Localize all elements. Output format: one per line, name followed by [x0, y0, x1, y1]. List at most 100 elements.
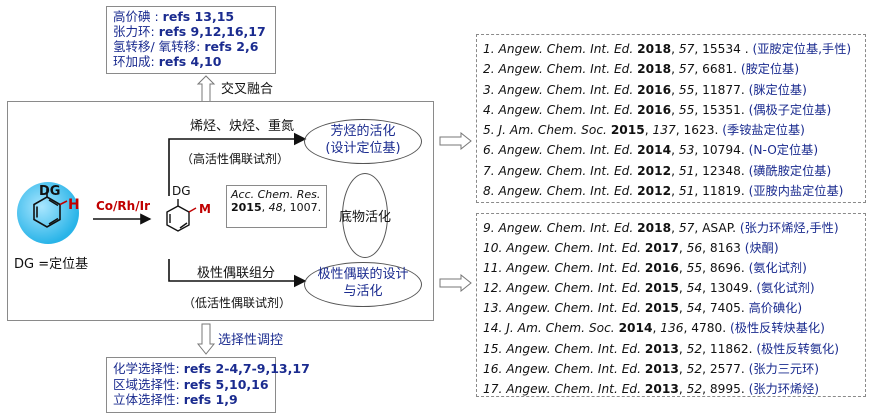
- dg-circle-label: DG: [39, 184, 61, 199]
- reference-year: 2014: [637, 143, 672, 158]
- reference-num: 4.: [483, 102, 495, 117]
- reference-year: 2016: [637, 82, 672, 97]
- reference-list-group-1: 1. Angew. Chem. Int. Ed. 2018, 57, 15534…: [476, 34, 866, 203]
- reference-note: (极性反转氨化): [756, 341, 839, 356]
- reference-year: 2015: [610, 123, 645, 138]
- reference-year: 2018: [637, 62, 672, 77]
- reference-year: 2017: [644, 241, 679, 256]
- reference-num: 13.: [483, 301, 503, 316]
- reference-item: 12. Angew. Chem. Int. Ed. 2015, 54, 1304…: [483, 281, 815, 296]
- reference-note: (磺酰胺定位基): [748, 163, 832, 178]
- reference-num: 14.: [483, 321, 503, 336]
- reference-item: 14. J. Am. Chem. Soc. 2014, 136, 4780. (…: [483, 321, 825, 336]
- top-box-line: 环加成: refs 4,10: [113, 54, 222, 69]
- reference-item: 13. Angew. Chem. Int. Ed. 2015, 54, 7405…: [483, 301, 803, 316]
- reference-pages: 4780.: [691, 321, 727, 336]
- reference-note: (氨化试剂): [748, 261, 807, 276]
- reference-year: 2016: [637, 102, 672, 117]
- down-double-arrow-icon: [196, 323, 216, 355]
- reference-vol: 137: [652, 123, 676, 138]
- bottom-box-line: 区域选择性: refs 5,10,16: [113, 376, 269, 392]
- reference-pages: 8995.: [709, 381, 745, 396]
- reference-journal: Angew. Chem. Int. Ed.: [498, 82, 634, 97]
- top-box-line: 张力环: refs 9,12,16,17: [113, 24, 266, 39]
- reference-vol: 55: [686, 261, 703, 276]
- reference-note: (脒定位基): [748, 82, 807, 97]
- reference-item: 1. Angew. Chem. Int. Ed. 2018, 57, 15534…: [483, 42, 852, 56]
- lower-note: （低活性偶联试剂）: [183, 296, 292, 310]
- dg-definition: DG =定位基: [14, 257, 89, 272]
- reference-vol: 53: [678, 143, 695, 158]
- reference-vol: 57: [678, 221, 695, 235]
- lower-oval: [304, 262, 422, 307]
- reference-pages: 15534 .: [702, 42, 749, 56]
- bottom-box-line: 化学选择性: refs 2-4,7-9,13,17: [113, 361, 310, 376]
- reference-num: 10.: [483, 241, 503, 256]
- reference-note: (炔酮): [744, 241, 779, 256]
- reference-pages: 11862.: [709, 341, 753, 356]
- reference-pages: 8163: [709, 241, 741, 256]
- reference-vol: 52: [686, 381, 703, 396]
- top-arrow-label: 交叉融合: [221, 82, 274, 97]
- reference-item: 17. Angew. Chem. Int. Ed. 2013, 52, 8995…: [483, 381, 820, 396]
- reference-list-group-2: 9. Angew. Chem. Int. Ed. 2018, 57, ASAP.…: [476, 213, 866, 397]
- reference-item: 3. Angew. Chem. Int. Ed. 2016, 55, 11877…: [483, 82, 807, 97]
- reference-item: 7. Angew. Chem. Int. Ed. 2012, 51, 12348…: [483, 163, 832, 178]
- reference-note: (氨化试剂): [756, 281, 815, 296]
- reference-journal: Angew. Chem. Int. Ed.: [506, 341, 642, 356]
- reference-item: 4. Angew. Chem. Int. Ed. 2016, 55, 15351…: [483, 102, 832, 117]
- reference-note: (胺定位基): [740, 62, 800, 77]
- reference-vol: 54: [686, 281, 703, 296]
- reference-year: 2015: [644, 281, 679, 296]
- upper-note: （高活性偶联试剂）: [181, 152, 290, 166]
- reference-num: 3.: [483, 82, 495, 97]
- reference-item: 9. Angew. Chem. Int. Ed. 2018, 57, ASAP.…: [483, 221, 839, 235]
- center-oval: [342, 173, 388, 258]
- reference-pages: 1623.: [683, 123, 719, 138]
- reference-item: 10. Angew. Chem. Int. Ed. 2017, 56, 8163…: [483, 241, 779, 256]
- reference-vol: 55: [678, 102, 695, 117]
- reference-note: (亚胺定位基,手性): [752, 42, 852, 56]
- right-double-arrow-icon: [439, 132, 472, 150]
- reference-year: 2015: [644, 301, 679, 316]
- upper-oval-text: 芳烃的活化 (设计定位基): [325, 124, 401, 156]
- reference-vol: 52: [686, 341, 703, 356]
- reference-year: 2013: [644, 381, 679, 396]
- reference-num: 17.: [483, 381, 503, 396]
- reference-year: 2018: [637, 42, 672, 56]
- reference-journal: Angew. Chem. Int. Ed.: [498, 42, 634, 56]
- reference-num: 15.: [483, 341, 503, 356]
- reference-journal: J. Am. Chem. Soc.: [506, 321, 615, 336]
- lower-oval-text: 极性偶联的设计 与活化: [317, 267, 409, 299]
- reference-item: 16. Angew. Chem. Int. Ed. 2013, 52, 2577…: [483, 361, 820, 376]
- reference-journal: Angew. Chem. Int. Ed.: [506, 281, 642, 296]
- reference-vol: 136: [660, 321, 684, 336]
- bottom-box: 化学选择性: refs 2-4,7-9,13,17 区域选择性: refs 5,…: [106, 357, 310, 413]
- reference-num: 11.: [483, 261, 503, 276]
- reference-vol: 56: [686, 241, 703, 256]
- reference-note: (N-O定位基): [748, 143, 819, 158]
- reference-item: 15. Angew. Chem. Int. Ed. 2013, 52, 1186…: [483, 341, 839, 356]
- catalyst-label: Co/Rh/Ir: [96, 199, 150, 213]
- reference-num: 5.: [483, 123, 495, 138]
- reference-vol: 57: [678, 42, 695, 56]
- reference-note: (张力环烯烃): [748, 381, 820, 396]
- top-box-line: 氢转移/ 氧转移: refs 2,6: [113, 39, 259, 54]
- reference-year: 2013: [644, 361, 679, 376]
- reference-journal: Angew. Chem. Int. Ed.: [506, 381, 642, 396]
- reference-pages: 8696.: [709, 261, 745, 276]
- lower-reagents: 极性偶联组分: [197, 266, 276, 281]
- reference-journal: Angew. Chem. Int. Ed.: [506, 241, 642, 256]
- reference-journal: Angew. Chem. Int. Ed.: [506, 361, 642, 376]
- reference-pages: 11877.: [702, 82, 745, 97]
- reference-pages: 15351.: [702, 102, 745, 117]
- reference-num: 7.: [483, 163, 495, 178]
- right-double-arrow-icon: [439, 274, 472, 292]
- reference-year: 2012: [637, 184, 672, 199]
- reference-journal: Angew. Chem. Int. Ed.: [498, 102, 634, 117]
- reference-note: (季铵盐定位基): [722, 123, 805, 138]
- reference-journal: Angew. Chem. Int. Ed.: [498, 163, 634, 178]
- reference-pages: 11819.: [702, 184, 745, 199]
- reaction-scheme: [17, 132, 307, 288]
- reference-pages: 13049.: [709, 281, 753, 296]
